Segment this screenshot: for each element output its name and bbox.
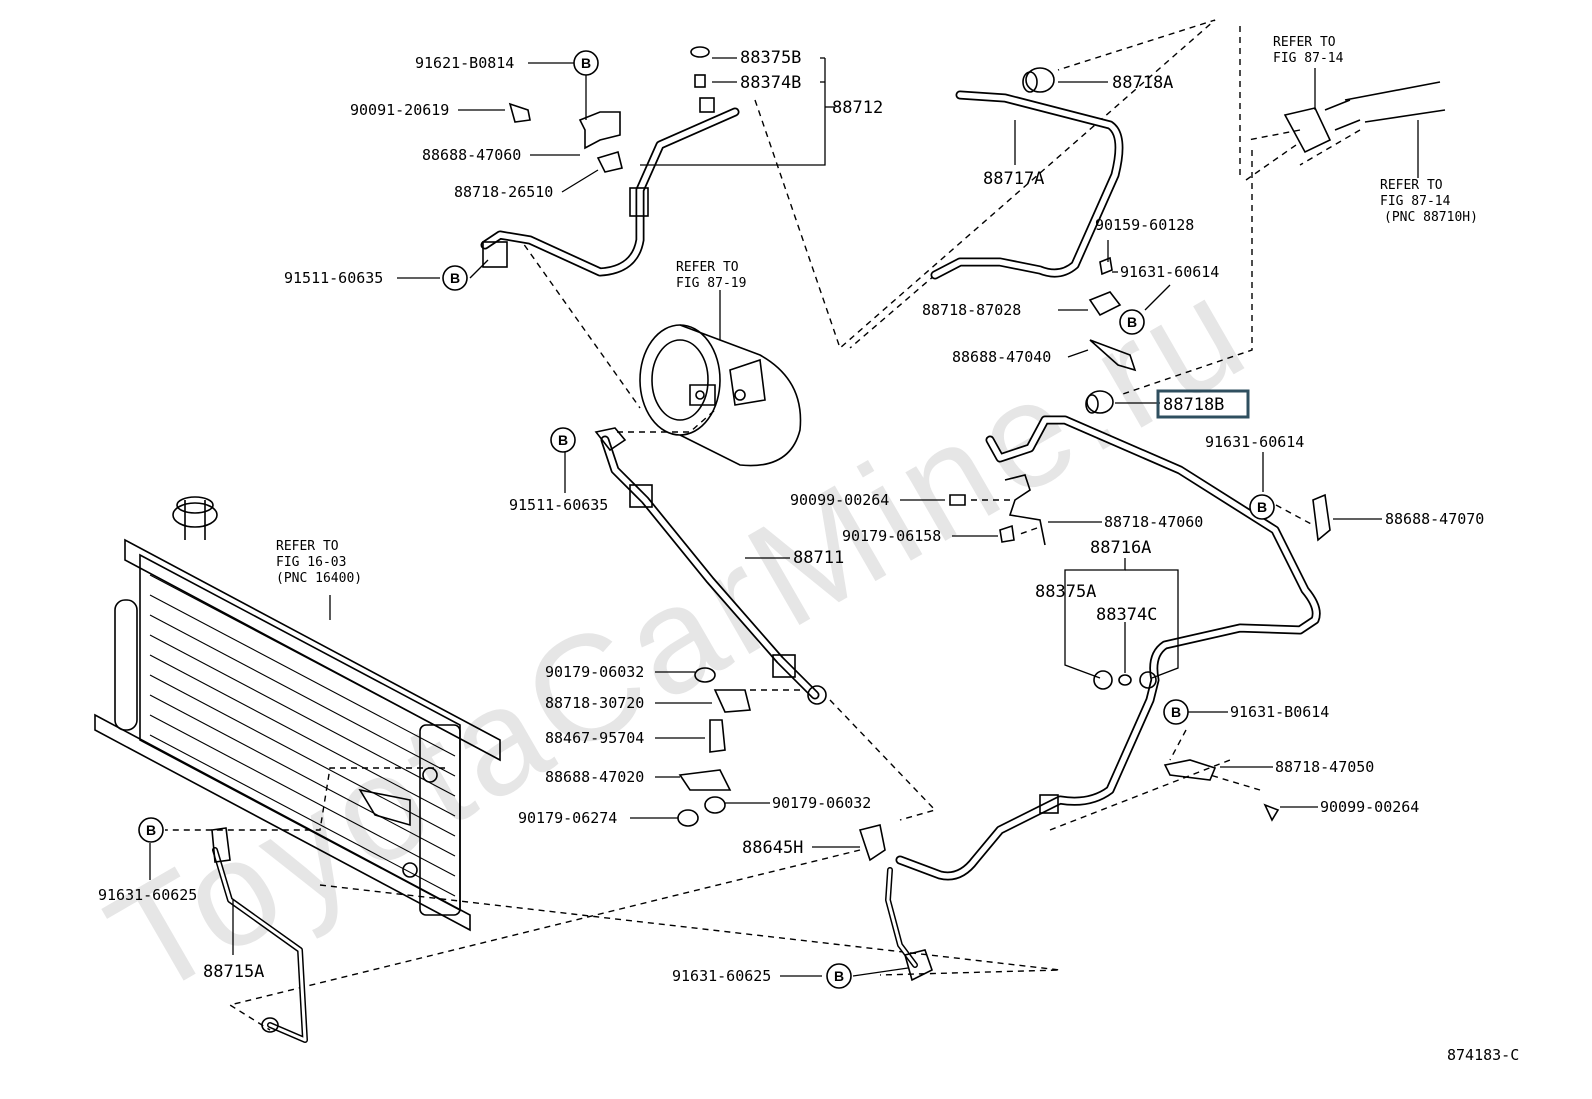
pipe-88712 (480, 107, 740, 277)
callout-b-1: B (573, 50, 599, 76)
label-90179-06032-a: 90179-06032 (545, 663, 644, 681)
svg-text:B: B (581, 55, 591, 71)
refer-radiator-line3: (PNC 16400) (276, 571, 362, 586)
callout-b-7: B (138, 817, 164, 843)
label-88688-47060: 88688-47060 (422, 146, 521, 164)
label-90179-06158: 90179-06158 (842, 527, 941, 545)
part-labels: 91621-B0814 90091-20619 88688-47060 8871… (98, 48, 1519, 1064)
highlight-88718B (1156, 389, 1250, 419)
label-88712: 88712 (832, 98, 883, 118)
refer-evap-top-line1: REFER TO (1273, 35, 1336, 50)
label-88374B: 88374B (740, 73, 801, 93)
refer-evap-top-line2: FIG 87-14 (1273, 51, 1344, 66)
label-88716A: 88716A (1090, 538, 1151, 558)
label-88715A: 88715A (203, 962, 264, 982)
label-88467-95704: 88467-95704 (545, 729, 644, 747)
label-88374C: 88374C (1096, 605, 1157, 625)
label-90179-06274: 90179-06274 (518, 809, 617, 827)
label-88688-47020: 88688-47020 (545, 768, 644, 786)
label-88718-26510: 88718-26510 (454, 183, 553, 201)
label-91631-60614-a: 91631-60614 (1120, 263, 1219, 281)
svg-text:B: B (558, 432, 568, 448)
watermark-text: ToyotaCarMine.ru (82, 242, 1274, 1027)
label-91511-60635-a: 91511-60635 (284, 269, 383, 287)
compressor (639, 324, 802, 467)
refer-compressor-line1: REFER TO (676, 260, 739, 275)
label-91631-60614-b: 91631-60614 (1205, 433, 1304, 451)
svg-text:B: B (1171, 704, 1181, 720)
callout-b-6: B (1163, 699, 1189, 725)
refer-evap-side-line2: FIG 87-14 (1380, 194, 1451, 209)
callout-b-2: B (442, 265, 468, 291)
pipe-88711 (600, 435, 827, 705)
refer-radiator: REFER TO FIG 16-03 (PNC 16400) (276, 539, 362, 586)
label-88718A: 88718A (1112, 73, 1173, 93)
label-88711: 88711 (793, 548, 844, 568)
refer-radiator-line2: FIG 16-03 (276, 555, 346, 570)
refer-compressor: REFER TO FIG 87-19 (676, 260, 746, 291)
label-91631-60625-b: 91631-60625 (672, 967, 771, 985)
pipe-88717A (930, 90, 1124, 280)
label-90099-00264-a: 90099-00264 (790, 491, 889, 509)
label-88718-47050: 88718-47050 (1275, 758, 1374, 776)
svg-text:B: B (1127, 314, 1137, 330)
svg-text:B: B (450, 270, 460, 286)
callout-b-3: B (1119, 309, 1145, 335)
refer-evap-top: REFER TO FIG 87-14 (1273, 35, 1344, 110)
label-88718-30720: 88718-30720 (545, 694, 644, 712)
label-88718-87028: 88718-87028 (922, 301, 1021, 319)
refer-evap-side: REFER TO FIG 87-14 (PNC 88710H) (1380, 120, 1478, 225)
condenser-assembly (94, 496, 501, 932)
svg-text:B: B (146, 822, 156, 838)
label-88718-47060: 88718-47060 (1104, 513, 1203, 531)
label-90159-60128: 90159-60128 (1095, 216, 1194, 234)
label-91621-B0814: 91621-B0814 (415, 54, 514, 72)
pipe-88716A (895, 415, 1321, 881)
leader-lines (149, 57, 1382, 977)
label-91631-B0614: 91631-B0614 (1230, 703, 1329, 721)
label-90091-20619: 90091-20619 (350, 101, 449, 119)
label-88688-47040: 88688-47040 (952, 348, 1051, 366)
callout-b-circles: B B B B B B B B (138, 50, 1275, 989)
label-88375A: 88375A (1035, 582, 1096, 602)
label-90179-06032-b: 90179-06032 (772, 794, 871, 812)
label-88645H: 88645H (742, 838, 803, 858)
label-91511-60635-b: 91511-60635 (509, 496, 608, 514)
callout-b-5: B (1249, 494, 1275, 520)
label-88717A: 88717A (983, 169, 1044, 189)
svg-text:B: B (834, 968, 844, 984)
refer-evap-side-line1: REFER TO (1380, 178, 1443, 193)
callout-b-4: B (550, 427, 576, 453)
label-88375B: 88375B (740, 48, 801, 68)
callout-b-8: B (826, 963, 852, 989)
label-88718B: 88718B (1163, 395, 1224, 415)
fittings (211, 46, 1446, 1033)
refer-compressor-line2: FIG 87-19 (676, 276, 746, 291)
refer-evap-side-line3: (PNC 88710H) (1384, 210, 1478, 225)
label-90099-00264-b: 90099-00264 (1320, 798, 1419, 816)
svg-text:B: B (1257, 499, 1267, 515)
dashed-reference-lines (165, 19, 1361, 1031)
label-88688-47070: 88688-47070 (1385, 510, 1484, 528)
refer-radiator-line1: REFER TO (276, 539, 339, 554)
diagram-id: 874183-C (1447, 1046, 1519, 1064)
label-91631-60625-a: 91631-60625 (98, 886, 197, 904)
